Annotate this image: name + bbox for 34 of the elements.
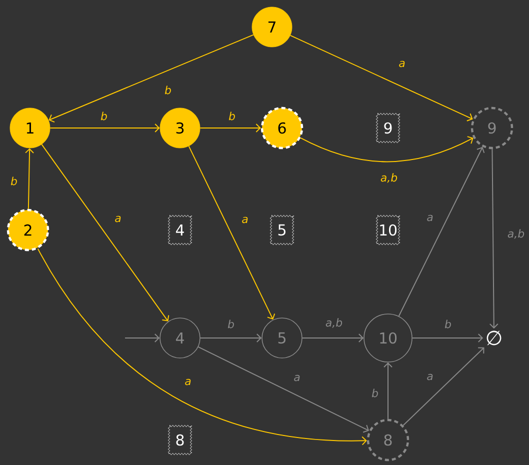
arrow [300, 136, 474, 162]
arrow [302, 334, 364, 342]
stamp-box: 5 [270, 214, 294, 246]
arrow [290, 34, 473, 122]
edge-label: b [228, 110, 236, 122]
arrow [398, 146, 485, 317]
edge-label: a,b [324, 317, 344, 329]
arrow [200, 124, 261, 132]
empty-set-symbol: ∅ [486, 330, 502, 346]
edge-label: b [444, 318, 452, 330]
arrow [124, 334, 160, 342]
arrow [25, 148, 34, 210]
arrow [200, 334, 262, 342]
arrow [50, 124, 160, 132]
edge-label: b [10, 176, 18, 186]
arrow [489, 148, 498, 329]
edge-label: a,b [506, 228, 526, 240]
edge-label: b [370, 388, 380, 398]
stamp-box: 9 [376, 112, 400, 144]
stamp-box: 8 [168, 424, 192, 456]
arrow [37, 248, 367, 446]
arrow [412, 334, 484, 342]
arrow [41, 144, 170, 322]
arrow [198, 346, 370, 433]
arrow [48, 34, 254, 123]
arrow [402, 347, 484, 426]
edge-label: a,b [379, 172, 399, 184]
edge-label: b [164, 84, 172, 96]
arrow [188, 146, 276, 320]
stamp-box: 4 [168, 214, 192, 246]
arrow [384, 362, 392, 420]
edge-label: b [226, 318, 236, 330]
stamp-box: 10 [376, 214, 400, 246]
edge-label: b [100, 110, 108, 122]
